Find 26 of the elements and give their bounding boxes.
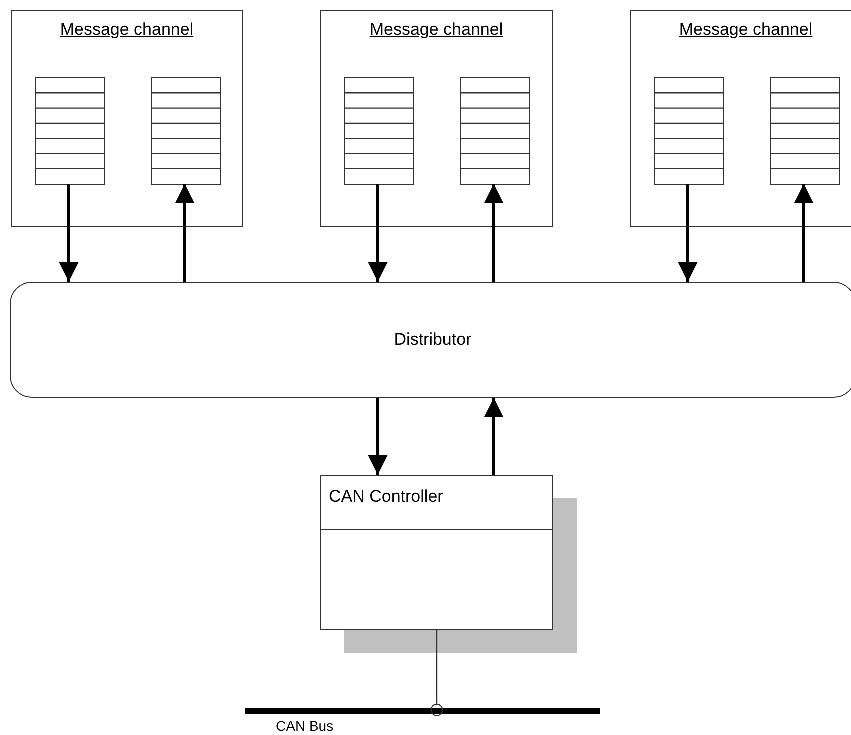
- queue-stack: [35, 77, 105, 185]
- rounded-process-box: [10, 282, 851, 398]
- node-label: CAN Controller: [329, 486, 444, 508]
- queue-stack: [770, 77, 840, 185]
- channel-title: Message channel: [678, 19, 814, 41]
- bus-label: CAN Bus: [276, 717, 334, 735]
- controller-box: [320, 475, 553, 630]
- queue-stack: [151, 77, 221, 185]
- channel-title: Message channel: [368, 19, 504, 41]
- connector-line: [430, 630, 444, 716]
- queue-stack: [344, 77, 414, 185]
- channel-box: [630, 10, 851, 227]
- arrow: [794, 184, 814, 282]
- queue-stack: [460, 77, 530, 185]
- arrow: [175, 184, 195, 282]
- node-label: Distributor: [394, 329, 472, 352]
- arrow: [678, 184, 698, 282]
- channel-box: [320, 10, 553, 227]
- arrow: [368, 398, 388, 475]
- channel-title: Message channel: [59, 19, 195, 41]
- arrow: [59, 184, 79, 282]
- arrow: [368, 184, 388, 282]
- queue-stack: [654, 77, 724, 185]
- channel-box: [11, 10, 243, 227]
- arrow: [484, 184, 504, 282]
- arrow: [484, 398, 504, 475]
